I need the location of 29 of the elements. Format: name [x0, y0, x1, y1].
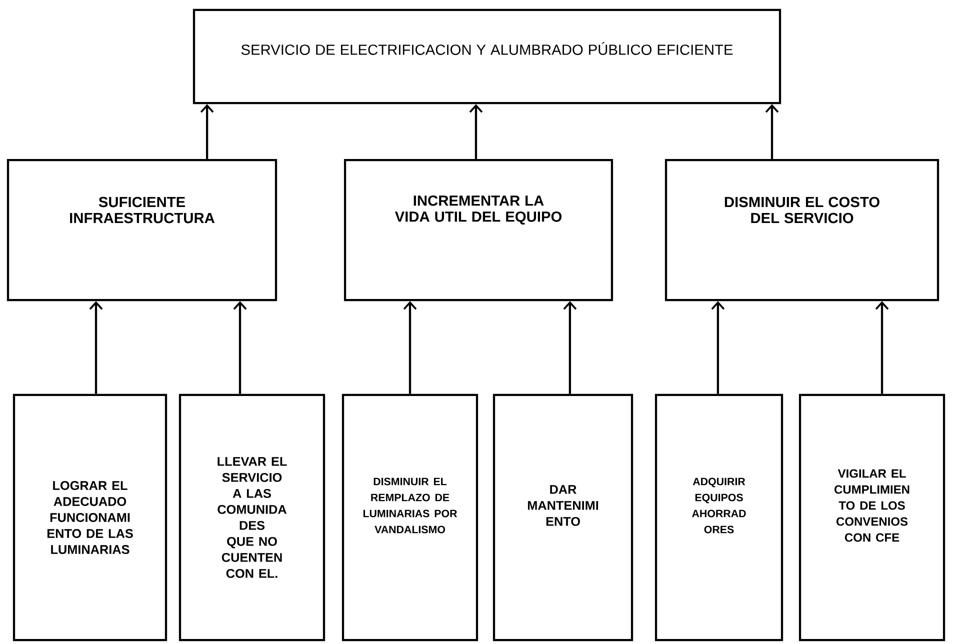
box-text: SUFICIENTE INFRAESTRUCTURA	[70, 196, 215, 224]
arrow	[233, 301, 247, 394]
box-text: INCREMENTAR LA VIDA UTIL DEL EQUIPO	[394, 195, 562, 225]
arrow	[765, 104, 779, 159]
arrow	[469, 104, 483, 159]
arrow	[563, 301, 577, 394]
box	[344, 158, 614, 302]
arrow	[89, 301, 103, 394]
arrow	[875, 301, 889, 394]
box	[654, 394, 784, 642]
box	[492, 394, 634, 642]
box	[192, 8, 782, 104]
box	[798, 394, 946, 642]
box	[664, 158, 940, 302]
arrow	[200, 104, 214, 159]
box-text: LLEVAR EL SERVICIO A LAS COMUNIDA DES QUE NO CUENTEN CON EL.	[218, 457, 287, 578]
box	[342, 394, 478, 642]
box-text: DISMINUIR EL REMPLAZO DE LUMINARIAS POR VANDALISMO	[363, 478, 458, 534]
box-text: VIGILAR EL CUMPLIMIEN TO DE LOS CONVENIOS CON CFE	[834, 469, 910, 542]
box	[178, 394, 326, 642]
box-text: ADQUIRIR EQUIPOS AHORRAD ORES	[692, 478, 746, 534]
box	[6, 158, 278, 302]
box-text: DISMINUIR EL COSTO DEL SERVICIO	[724, 196, 880, 224]
box-text: LOGRAR EL ADECUADO FUNCIONAMI ENTO DE LAS LUMINARIAS	[47, 481, 133, 554]
box	[12, 394, 168, 642]
arrow	[403, 301, 417, 394]
box-text: SERVICIO DE ELECTRIFICACION Y ALUMBRADO PÚBLICO EFICIENTE	[241, 42, 733, 55]
box-text: DAR MANTENIMI ENTO	[528, 485, 598, 526]
arrow	[711, 301, 725, 394]
